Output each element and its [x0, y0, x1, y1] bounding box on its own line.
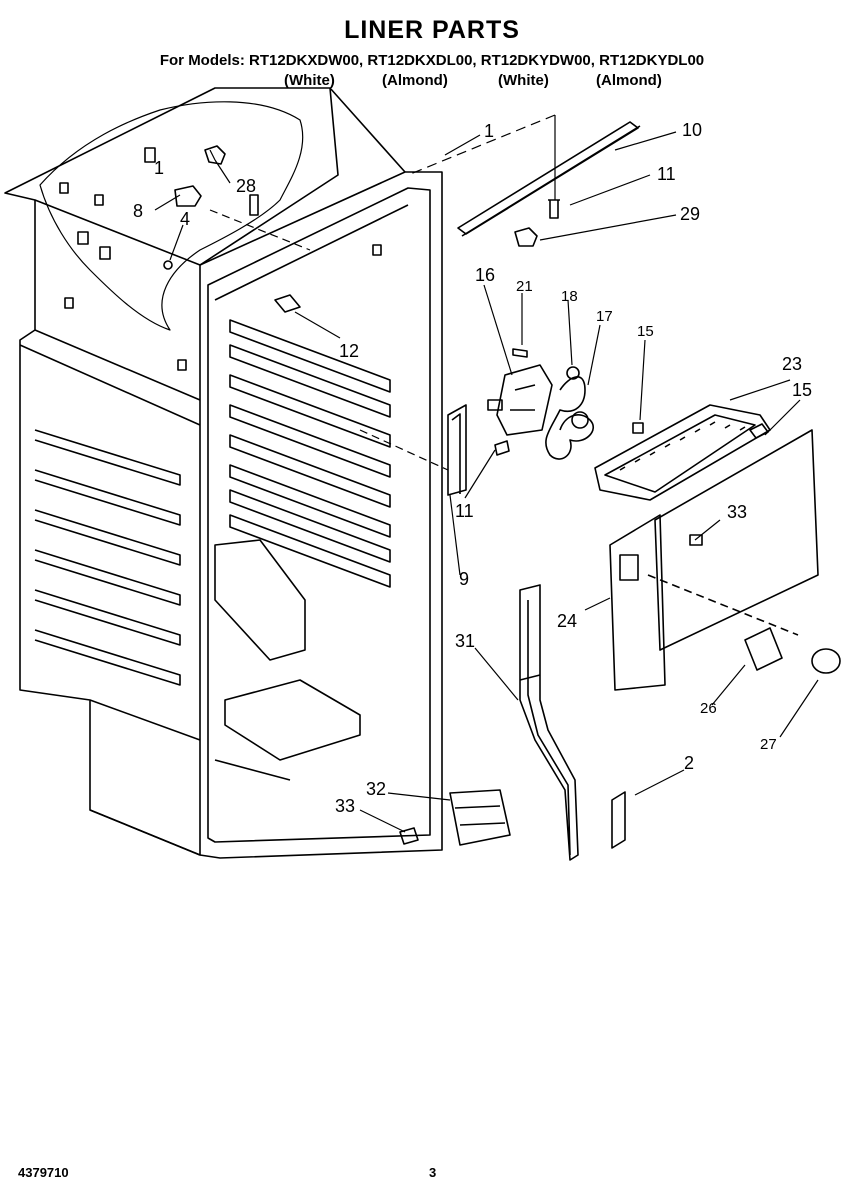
air-duct-part-31 — [519, 584, 579, 861]
callout-17: 17 — [596, 308, 613, 325]
page-title: LINER PARTS — [344, 16, 520, 44]
callout-12: 12 — [339, 341, 360, 361]
callout-21: 21 — [516, 278, 533, 295]
callout-24: 24 — [557, 611, 578, 631]
callout-28: 28 — [236, 176, 257, 196]
callout-1-cabinet: 1 — [154, 158, 165, 178]
callout-2: 2 — [684, 753, 695, 773]
callout-32: 32 — [366, 779, 387, 799]
callout-11-bottom: 11 — [455, 501, 474, 521]
callout-1: 1 — [484, 121, 495, 141]
callout-33-right: 33 — [727, 502, 748, 522]
callout-33-left: 33 — [335, 796, 356, 816]
callout-16: 16 — [475, 265, 496, 285]
callout-18: 18 — [561, 288, 578, 305]
callout-27: 27 — [760, 736, 777, 753]
callout-10: 10 — [682, 120, 703, 140]
callout-31: 31 — [455, 631, 476, 651]
part-number: 4379710 — [18, 1165, 69, 1180]
color-label-2: (Almond) — [382, 72, 448, 89]
vent-grille-part-23 — [594, 404, 771, 501]
callout-4: 4 — [180, 209, 191, 229]
color-label-1: (White) — [284, 72, 335, 89]
callout-9: 9 — [459, 569, 470, 589]
models-line: For Models: RT12DKXDW00, RT12DKXDL00, RT… — [159, 52, 705, 69]
callout-23: 23 — [782, 354, 803, 374]
color-label-3: (White) — [498, 72, 549, 89]
callout-26: 26 — [700, 700, 717, 717]
evaporator-cover — [609, 429, 841, 691]
callout-8: 8 — [133, 201, 144, 221]
leader-lines — [154, 114, 819, 833]
color-label-4: (Almond) — [596, 72, 662, 89]
callout-15-right: 15 — [792, 380, 813, 400]
callout-15-left: 15 — [637, 323, 654, 340]
cabinet-liner — [4, 87, 443, 859]
page-number: 3 — [429, 1165, 437, 1180]
callout-11-top: 11 — [657, 164, 676, 184]
thermostat-assembly — [487, 348, 644, 460]
callout-29: 29 — [680, 204, 701, 224]
